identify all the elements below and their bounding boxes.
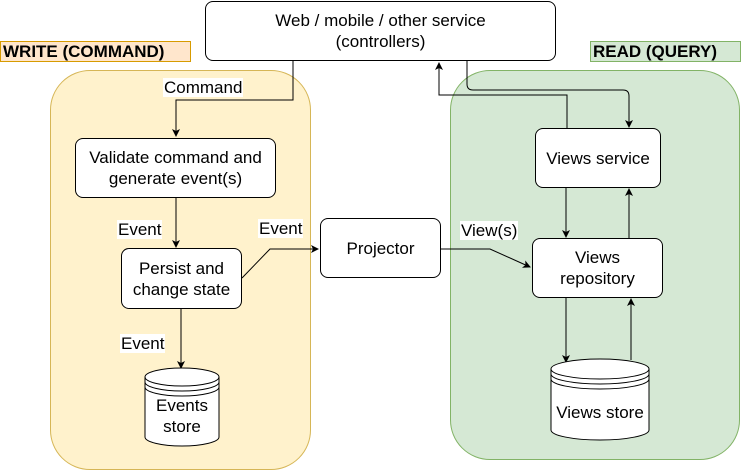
events-store-line1: Events — [156, 396, 208, 415]
projector-node: Projector — [320, 218, 441, 278]
events-store-line2: store — [163, 417, 201, 436]
edge-controllers-to-service — [466, 61, 633, 128]
views-service-label: Views service — [546, 148, 650, 168]
edge-command — [172, 61, 294, 137]
edge-projector-to-repository — [441, 248, 531, 268]
read-section-label: READ (QUERY) — [590, 41, 741, 62]
write-section-label: WRITE (COMMAND) — [0, 41, 191, 62]
persist-line1: Persist and — [138, 258, 225, 278]
edge-label-event-validate: Event — [117, 220, 163, 239]
validate-command-node: Validate command and generate event(s) — [75, 138, 276, 198]
views-store-text: Views store — [556, 402, 644, 422]
edge-label-views: View(s) — [460, 221, 519, 240]
events-store-cylinder — [144, 367, 220, 447]
edge-label-event-projector: Event — [258, 219, 304, 238]
edge-label-event-store: Event — [120, 334, 166, 353]
views-service-node: Views service — [535, 128, 661, 188]
controllers-line1: Web / mobile / other service — [275, 11, 486, 30]
edge-persist-to-projector — [241, 245, 319, 279]
persist-line2: change state — [132, 279, 231, 299]
validate-line1: Validate command and — [89, 148, 262, 167]
controllers-node: Web / mobile / other service (controller… — [205, 1, 556, 61]
views-store-label: Views store — [551, 388, 649, 436]
views-repository-line2: repository — [560, 269, 635, 288]
controllers-line2: (controllers) — [335, 32, 426, 51]
validate-line2: generate event(s) — [108, 169, 243, 188]
projector-label: Projector — [346, 238, 415, 258]
edge-label-command: Command — [163, 78, 244, 97]
views-repository-node: Views repository — [532, 238, 663, 298]
edge-service-to-controllers — [435, 62, 568, 128]
events-store-label: Events store — [145, 392, 219, 440]
views-repository-line1: Views — [574, 248, 621, 267]
views-store-cylinder — [550, 358, 650, 441]
persist-node: Persist and change state — [121, 248, 242, 309]
